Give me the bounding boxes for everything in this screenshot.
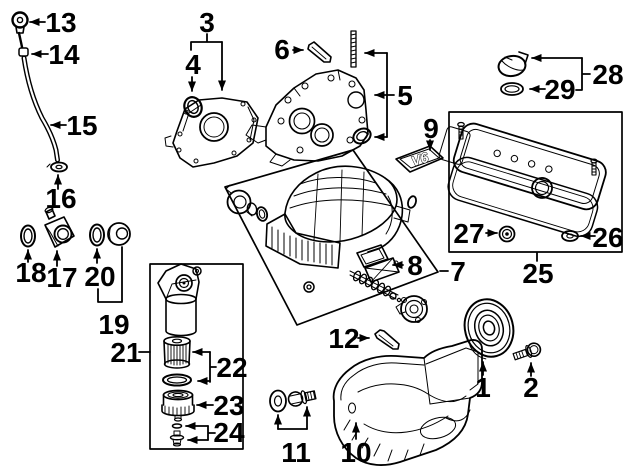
- v6-emblem-text: V6: [409, 149, 430, 169]
- intake-manifold-drawing: [265, 165, 411, 269]
- oil-filter-element-drawing: [163, 335, 191, 369]
- bracket-24: [185, 422, 216, 444]
- callout-21: 21: [110, 337, 141, 368]
- dipstick-tube-seal-drawing: [46, 161, 68, 173]
- bracket-11: [274, 406, 311, 430]
- manifold-shaft-springs-drawing: [349, 270, 402, 303]
- cover-seal-drawing: [352, 127, 372, 145]
- callout-10: 10: [340, 437, 371, 468]
- oil-filter-box: 22 23 24: [149, 263, 248, 450]
- callout-13: 13: [45, 7, 76, 38]
- valve-cover-gasket-drawing: [447, 156, 599, 238]
- pan-pin-drawing: [374, 329, 400, 350]
- throttle-flange-drawing: [395, 295, 428, 323]
- callout-15: 15: [66, 110, 97, 141]
- callout-8: 8: [407, 250, 423, 281]
- callout-26: 26: [592, 222, 623, 253]
- bracket-22: [192, 348, 217, 385]
- filter-drain-plug-drawing: [169, 423, 185, 447]
- callout-19: 19: [98, 309, 129, 340]
- bracket-3: [190, 33, 226, 91]
- callout-27: 27: [453, 218, 484, 249]
- callout-17: 17: [46, 262, 77, 293]
- drain-plug-drawing: [287, 390, 317, 407]
- dipstick-drawing: [11, 11, 60, 163]
- valve-cover-bolt-left: [457, 121, 465, 140]
- callout-16: 16: [45, 183, 76, 214]
- oil-cooler-drawing: [20, 206, 131, 248]
- callout-7: 7: [450, 256, 466, 287]
- valve-cover-box: 27 26: [438, 111, 624, 253]
- callout-3: 3: [199, 7, 215, 38]
- crank-pulley-drawing: [463, 298, 515, 360]
- oil-filter-cap-drawing: [161, 389, 195, 422]
- intake-manifold-box: 8: [224, 149, 439, 326]
- callout-28: 28: [592, 59, 623, 90]
- oil-filter-oring-drawing: [162, 373, 192, 387]
- oil-cap-seal-drawing: [500, 82, 524, 96]
- crank-seal-drawing: [183, 96, 203, 118]
- manifold-oring: [407, 195, 417, 209]
- bracket-28: [531, 54, 591, 91]
- timing-cover-drawing: [164, 97, 259, 168]
- cover-washer-drawing: [561, 230, 579, 242]
- v6-emblem-drawing: V6: [395, 145, 444, 173]
- manifold-flap-valve-drawing: [356, 244, 400, 283]
- callout-6: 6: [274, 34, 290, 65]
- bracket-19: [97, 246, 123, 303]
- callout-11: 11: [281, 437, 311, 468]
- callout-14: 14: [48, 39, 80, 70]
- callout-29: 29: [544, 74, 575, 105]
- callout-12: 12: [328, 323, 359, 354]
- pulley-bolt-drawing: [512, 342, 542, 361]
- callout-9: 9: [423, 113, 439, 144]
- callout-2: 2: [523, 372, 539, 403]
- thermostat-drawing: [225, 184, 269, 222]
- callout-24: 24: [213, 417, 245, 448]
- callout-18: 18: [15, 257, 46, 288]
- callout-1: 1: [475, 372, 491, 403]
- valve-cover-drawing: [438, 122, 607, 211]
- callout-5: 5: [397, 80, 413, 111]
- callout-23: 23: [213, 390, 244, 421]
- spark-plug-seal-drawing: [498, 225, 516, 243]
- cover-stud-drawing: [350, 30, 357, 68]
- bracket-5: [364, 49, 395, 141]
- oil-filler-cap-drawing: [497, 51, 529, 78]
- dipstick-clip: [18, 47, 29, 57]
- drain-plug-washer-drawing: [269, 389, 287, 413]
- callout-22: 22: [216, 352, 247, 383]
- oil-filter-housing-drawing: [157, 263, 202, 337]
- dowel-pin-drawing: [307, 41, 332, 63]
- callout-25: 25: [522, 258, 553, 289]
- front-cover-drawing: [245, 69, 369, 167]
- callout-4: 4: [185, 49, 201, 80]
- callout-20: 20: [84, 261, 115, 292]
- valve-cover-bolt-right: [590, 158, 598, 176]
- manifold-small-bolt: [303, 281, 315, 293]
